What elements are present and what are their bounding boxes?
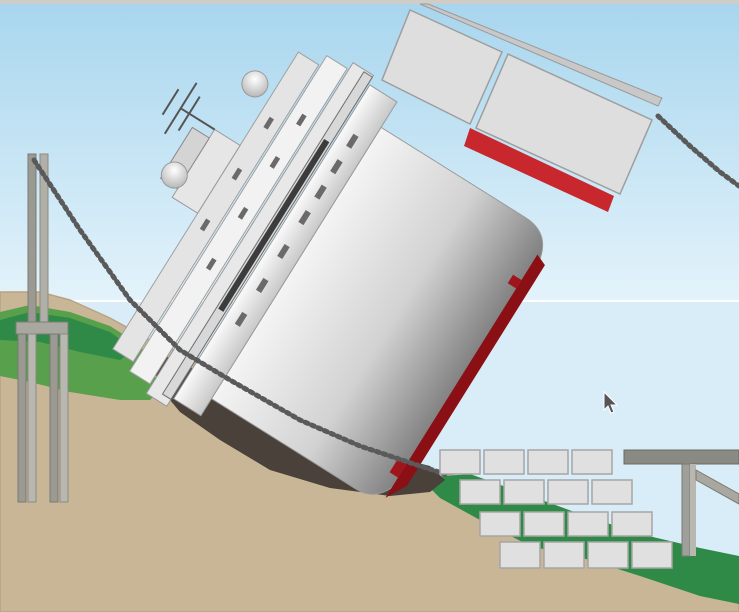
top-border <box>0 0 739 4</box>
window-rows <box>199 113 359 327</box>
mast <box>161 82 216 135</box>
anchor-tower <box>15 153 69 503</box>
restraint-chain-right <box>655 113 739 189</box>
hull-antifouling <box>385 254 545 498</box>
work-platform <box>623 449 739 557</box>
hull-red-mark <box>507 274 522 289</box>
restraint-chain-left <box>31 157 448 477</box>
radar-dome-2 <box>160 161 188 189</box>
caisson-platform <box>381 3 663 212</box>
mouse-pointer-icon <box>603 390 619 414</box>
deck-3 <box>128 55 348 385</box>
ship <box>112 51 545 498</box>
radar-dome-1 <box>241 70 269 98</box>
balcony-dark <box>218 139 330 312</box>
grass-right <box>420 474 739 604</box>
grout-bags <box>439 449 673 569</box>
